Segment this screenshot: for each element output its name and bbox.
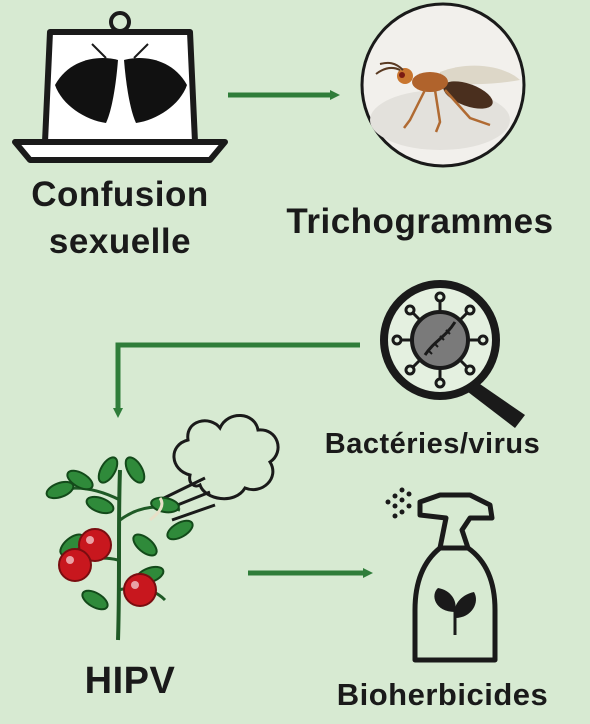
label-confusion-line2: sexuelle (10, 222, 230, 262)
virus-magnifier-icon (384, 284, 525, 428)
berry-plant-icon (44, 454, 195, 640)
label-bacteries-virus: Bactéries/virus (290, 428, 575, 461)
label-confusion-line1: Confusion (10, 175, 230, 215)
arrow-virus-to-plant (118, 345, 360, 413)
trichogramma-wasp-icon (362, 4, 524, 166)
label-hipv: HIPV (60, 660, 200, 703)
label-trichogrammes: Trichogrammes (260, 202, 580, 242)
spray-bottle-icon (386, 488, 496, 661)
pheromone-trap-icon (15, 13, 225, 160)
label-bioherbicides: Bioherbicides (300, 677, 585, 713)
